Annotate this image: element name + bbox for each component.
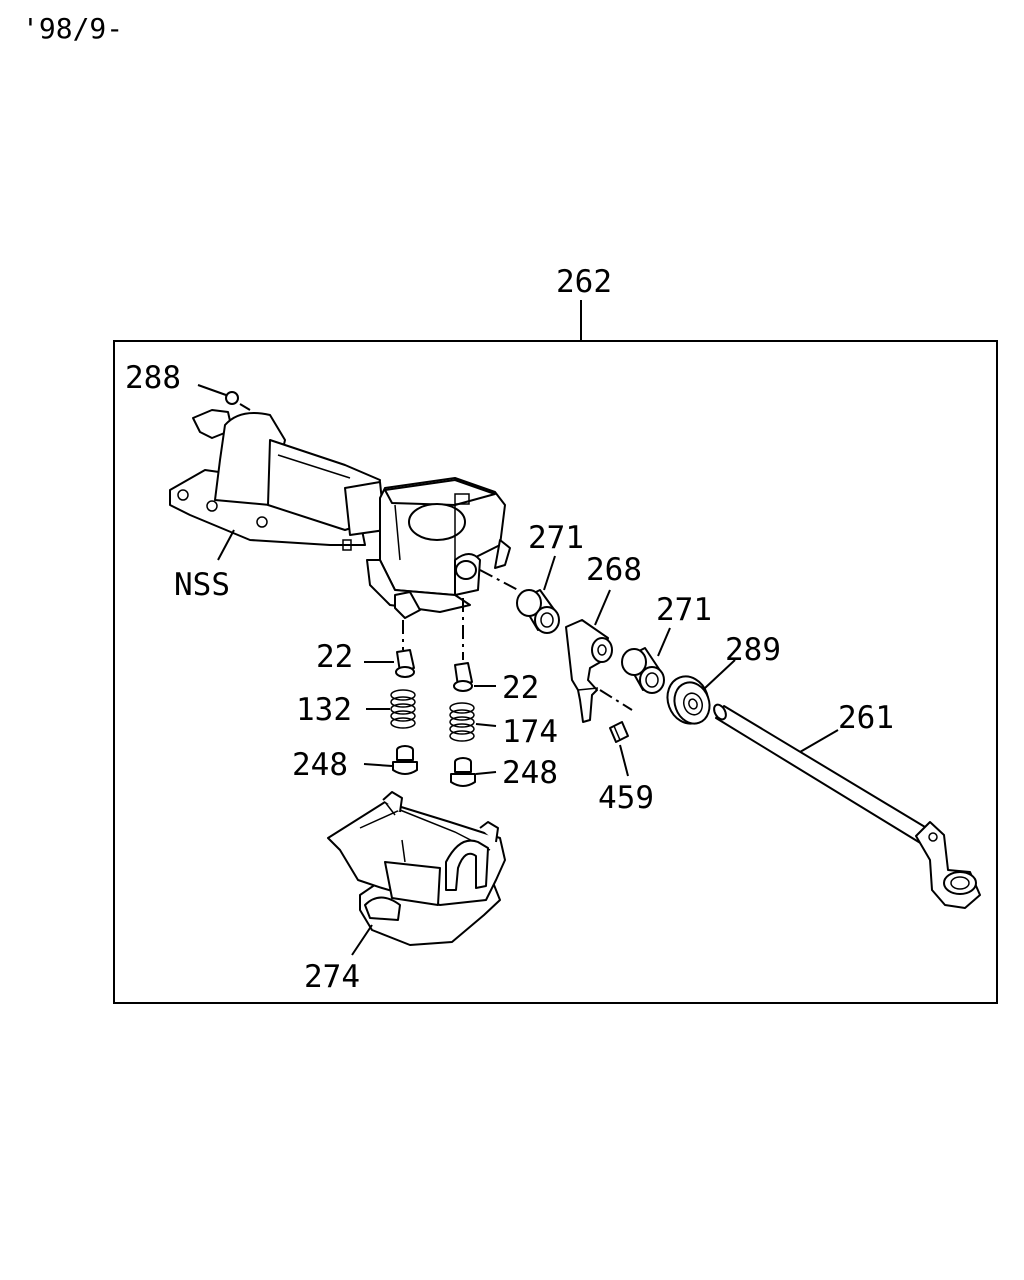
leader-271b xyxy=(657,627,671,657)
shift-rod-261 xyxy=(713,703,981,909)
leader-nss xyxy=(217,529,235,561)
plug-248-right xyxy=(450,757,476,787)
leader-248-left xyxy=(363,763,393,767)
callout-288: 288 xyxy=(125,360,181,396)
callout-274: 274 xyxy=(304,959,360,995)
shift-housing xyxy=(169,409,511,619)
assembly-label: 262 xyxy=(556,264,612,300)
callout-459: 459 xyxy=(598,780,654,816)
bushing-271-a xyxy=(516,589,560,634)
spring-174 xyxy=(449,702,475,742)
leader-248-right xyxy=(475,771,497,775)
callout-174: 174 xyxy=(502,714,558,750)
callout-248-right: 248 xyxy=(502,755,558,791)
callout-nss: NSS xyxy=(174,567,230,603)
callout-22-left: 22 xyxy=(316,639,353,675)
callout-271b: 271 xyxy=(656,592,712,628)
callout-289: 289 xyxy=(725,632,781,668)
date-code: '98/9- xyxy=(22,12,123,45)
callout-22-right: 22 xyxy=(502,670,539,706)
leader-459 xyxy=(619,744,629,777)
shift-lever-268 xyxy=(565,619,613,723)
leader-288 xyxy=(197,384,227,396)
callout-248-left: 248 xyxy=(292,747,348,783)
bushing-271-b xyxy=(621,647,665,694)
spring-132 xyxy=(390,689,416,729)
cover-274 xyxy=(327,791,506,946)
callout-132: 132 xyxy=(296,692,352,728)
bearing-289 xyxy=(666,675,711,725)
detent-pin-22-left xyxy=(395,649,415,678)
plug-288 xyxy=(225,391,239,405)
plug-248-left xyxy=(392,745,418,775)
callout-261: 261 xyxy=(838,700,894,736)
callout-268: 268 xyxy=(586,552,642,588)
pin-459 xyxy=(609,721,629,743)
leader-261 xyxy=(799,729,839,753)
callout-271a: 271 xyxy=(528,520,584,556)
leader-271a xyxy=(543,555,556,591)
leader-268 xyxy=(594,589,611,626)
assembly-frame xyxy=(113,340,998,1004)
detent-pin-22-right xyxy=(453,662,473,692)
leader-274 xyxy=(351,924,373,956)
leader-289 xyxy=(704,659,736,689)
leader-174 xyxy=(475,723,497,727)
